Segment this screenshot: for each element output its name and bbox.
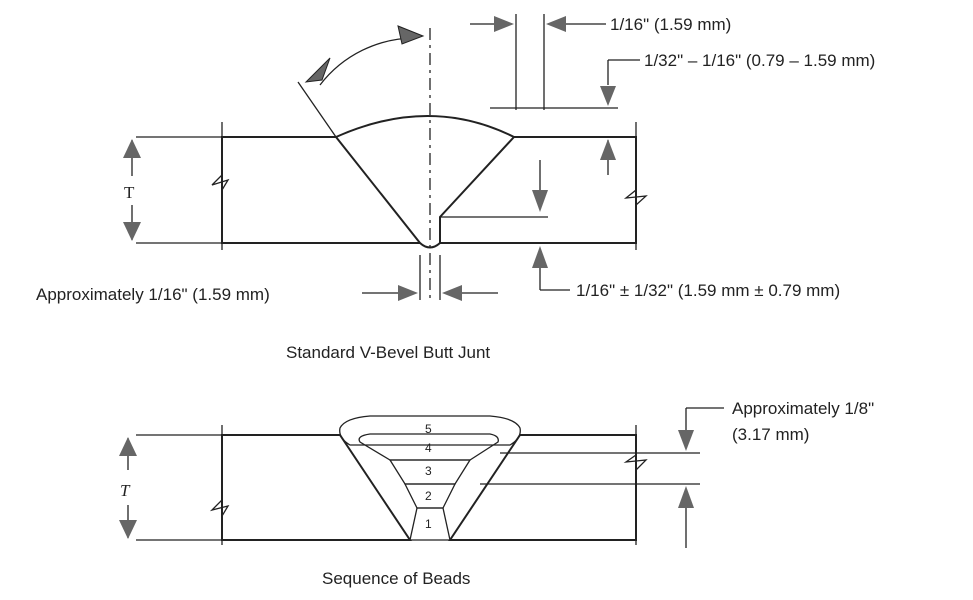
dim-cap-mm: (3.17 mm): [732, 425, 809, 444]
bead-label-2: 2: [425, 489, 432, 503]
dim-root-face: 1/16" ± 1/32" (1.59 mm ± 0.79 mm): [576, 281, 840, 300]
thickness-label-bottom: T: [120, 481, 131, 500]
dim-root-gap-top: 1/16" (1.59 mm): [610, 15, 731, 34]
top-joint: T 1/16" (1.59 mm) 1/32" – 1/16" (0.79 – …: [36, 14, 875, 362]
weld-reinforcement: [335, 115, 515, 138]
thickness-label: T: [124, 183, 135, 202]
bead-5: [339, 415, 521, 446]
right-plate-bottom: [448, 434, 637, 541]
left-plate: [221, 136, 423, 244]
bottom-joint: 1 2 3 4 5 T Approximately 1/8" (3.17 mm)…: [119, 399, 874, 588]
bead-label-1: 1: [425, 517, 432, 531]
dim-reinforcement: 1/32" – 1/16" (0.79 – 1.59 mm): [644, 51, 875, 70]
bottom-caption: Sequence of Beads: [322, 569, 470, 588]
bead-label-4: 4: [425, 441, 432, 455]
bead-4: [358, 433, 499, 461]
top-caption: Standard V-Bevel Butt Junt: [286, 343, 490, 362]
dim-root-opening: Approximately 1/16" (1.59 mm): [36, 285, 270, 304]
dim-cap: Approximately 1/8": [732, 399, 874, 418]
right-plate: [439, 136, 637, 244]
bead-label-5: 5: [425, 422, 432, 436]
bead-label-3: 3: [425, 464, 432, 478]
left-plate-bottom: [221, 434, 412, 541]
